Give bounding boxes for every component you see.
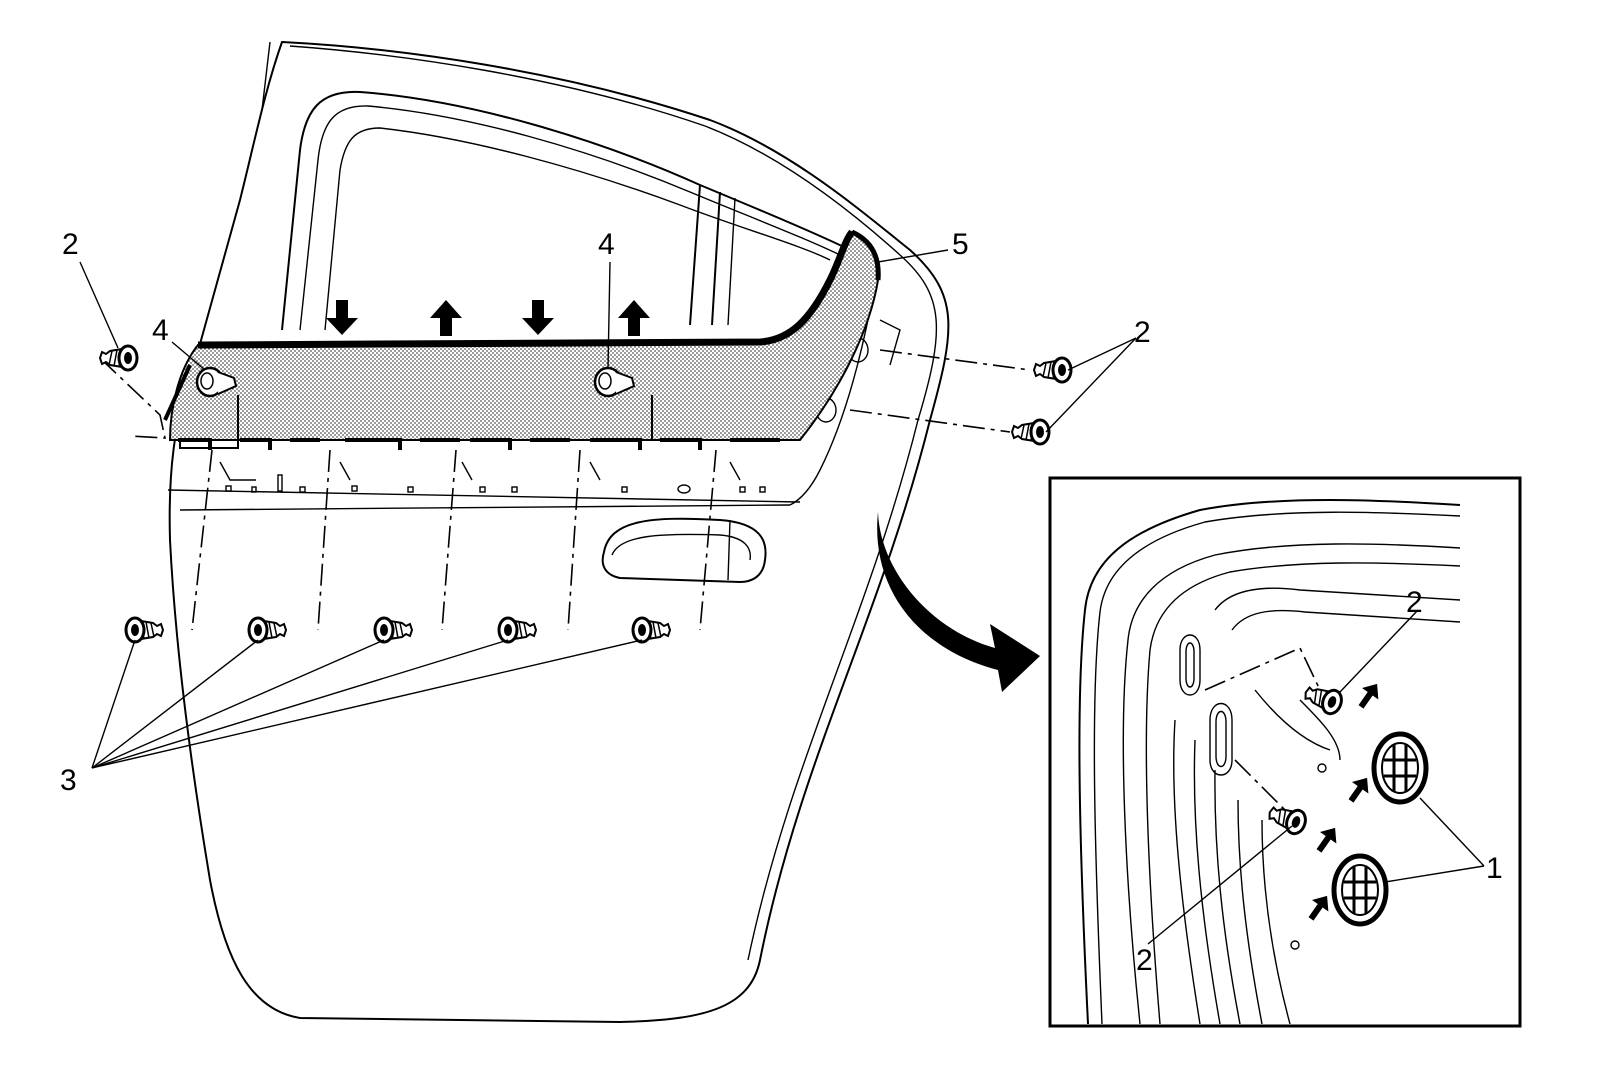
fastener-right-lower bbox=[1010, 418, 1051, 446]
rear-door-outline bbox=[167, 40, 950, 1024]
callout-2-right: 2 bbox=[1134, 316, 1151, 349]
callout-4-right: 4 bbox=[598, 228, 615, 261]
belt-line-holes bbox=[225, 474, 766, 494]
callout-leaders bbox=[79, 249, 1137, 769]
fastener-right-upper bbox=[1032, 356, 1073, 384]
dashed-leaders bbox=[99, 349, 1031, 631]
arrow-down-icon bbox=[326, 300, 358, 335]
callout-5: 5 bbox=[952, 228, 969, 261]
arrow-down-icon bbox=[522, 300, 554, 335]
inset-detail bbox=[1048, 476, 1522, 1028]
callout-4-left: 4 bbox=[152, 314, 169, 347]
belt-molding bbox=[163, 229, 881, 450]
fastener-top-left bbox=[98, 344, 139, 372]
zoom-arrow-icon bbox=[877, 512, 1040, 692]
callout-2-top-left: 2 bbox=[62, 228, 79, 261]
callout-labels: 2 4 4 5 2 3 2 2 1 bbox=[60, 228, 1503, 977]
retainer-leader-frames bbox=[179, 395, 700, 449]
callout-2-inset-top: 2 bbox=[1406, 586, 1423, 619]
motion-arrows bbox=[326, 300, 650, 336]
fasteners-bottom-row bbox=[124, 616, 672, 644]
callout-1: 1 bbox=[1486, 852, 1503, 885]
arrow-up-icon bbox=[430, 300, 462, 336]
arrow-up-icon bbox=[618, 300, 650, 336]
callout-3: 3 bbox=[60, 764, 77, 797]
callout-2-inset-bottom: 2 bbox=[1136, 944, 1153, 977]
